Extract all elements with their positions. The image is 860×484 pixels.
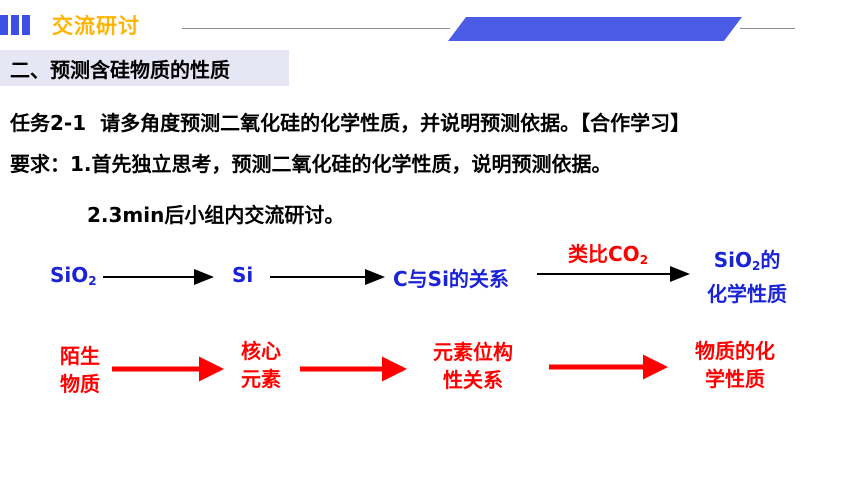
header-divider bbox=[182, 28, 450, 29]
blue-node-sio2: SiO2 bbox=[50, 263, 97, 288]
requirement-line-1: 要求：1.首先独立思考，预测二氧化硅的化学性质，说明预测依据。 bbox=[10, 148, 612, 177]
task-line: 任务2-1 请多角度预测二氧化硅的化学性质，并说明预测依据。【合作学习】 bbox=[10, 107, 690, 136]
header-divider-right bbox=[740, 28, 795, 29]
header-bars-icon bbox=[0, 15, 44, 35]
blue-node-sio2-properties: SiO2的 化学性质 bbox=[707, 248, 787, 306]
blue-node-si: Si bbox=[232, 263, 254, 287]
section-title-background bbox=[0, 50, 289, 86]
section-title: 二、预测含硅物质的性质 bbox=[10, 58, 230, 82]
blue-node-c-si-relation: C与Si的关系 bbox=[393, 267, 509, 291]
blue-arrow-label-analogy: 类比CO2 bbox=[568, 242, 649, 267]
task-text: 请多角度预测二氧化硅的化学性质，并说明预测依据。 bbox=[100, 111, 581, 135]
red-node-core-element: 核心元素 bbox=[241, 339, 281, 391]
requirement-item-2: 2.3min后小组内交流研讨。 bbox=[87, 203, 345, 227]
header-title: 交流研讨 bbox=[52, 14, 140, 38]
requirement-item-1: 1.首先独立思考，预测二氧化硅的化学性质，说明预测依据。 bbox=[70, 152, 612, 176]
red-node-chemical-properties: 物质的化学性质 bbox=[695, 339, 775, 391]
header-accent-bar bbox=[448, 17, 742, 41]
task-tag: 【合作学习】 bbox=[580, 111, 691, 135]
red-node-structure-property: 元素位构性关系 bbox=[433, 340, 513, 392]
task-label: 任务2-1 bbox=[10, 111, 87, 135]
requirement-prefix: 要求： bbox=[10, 152, 70, 176]
red-node-unfamiliar-substance: 陌生物质 bbox=[60, 344, 100, 396]
